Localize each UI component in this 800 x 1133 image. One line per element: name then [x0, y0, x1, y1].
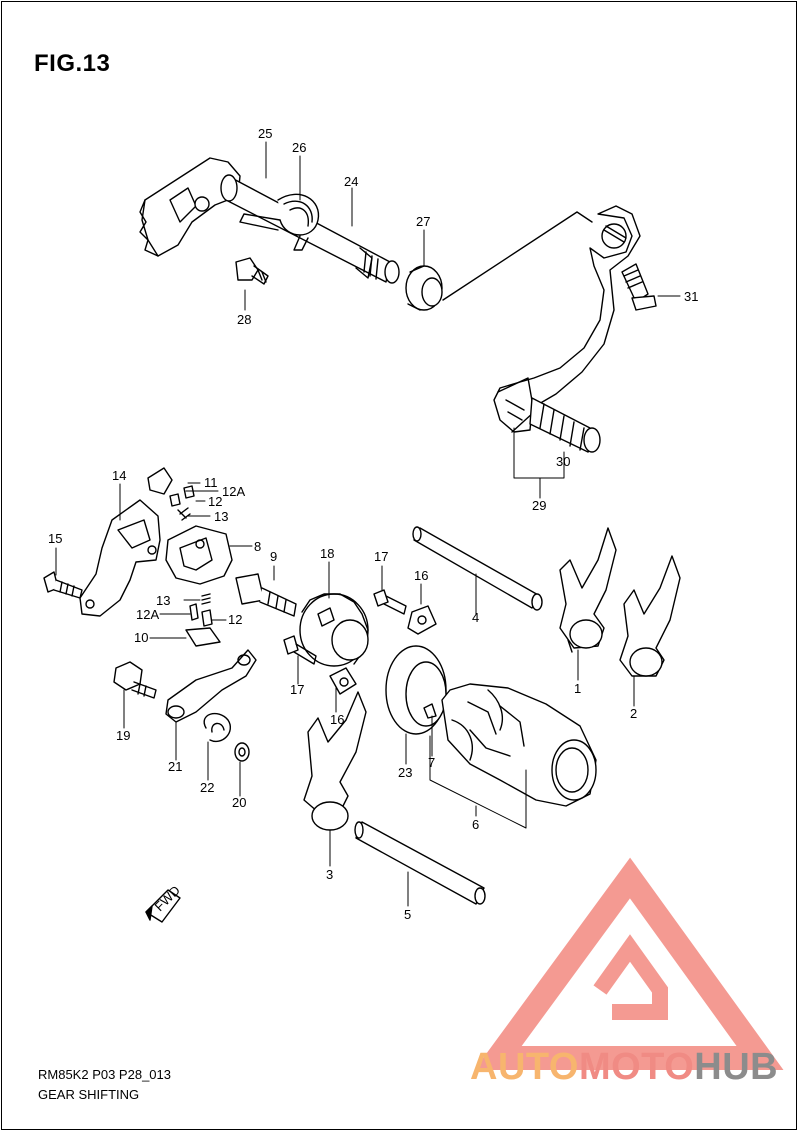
watermark-text: AUTOMOTOHUB — [470, 1046, 778, 1089]
label-6: 6 — [472, 817, 479, 832]
label-18: 18 — [320, 546, 334, 561]
label-5: 5 — [404, 907, 411, 922]
label-19: 19 — [116, 728, 130, 743]
diagram-code: RM85K2 P03 P28_013 — [38, 1067, 171, 1082]
label-2: 2 — [630, 706, 637, 721]
label-11: 11 — [204, 475, 218, 490]
gear-shift-cam — [385, 645, 597, 807]
label-14: 14 — [112, 468, 126, 483]
label-13-lower: 13 — [156, 593, 170, 608]
fork-shaft-upper — [412, 526, 543, 611]
label-24: 24 — [344, 174, 358, 189]
label-16-upper: 16 — [414, 568, 428, 583]
label-8: 8 — [254, 539, 261, 554]
fork-3-and-shaft-5 — [303, 691, 486, 905]
label-22: 22 — [200, 780, 214, 795]
label-30: 30 — [556, 454, 570, 469]
label-13-upper: 13 — [214, 509, 228, 524]
label-12A-upper: 12A — [222, 484, 245, 499]
label-29: 29 — [532, 498, 546, 513]
label-23: 23 — [398, 765, 412, 780]
label-12-upper: 12 — [208, 494, 222, 509]
shift-pawl-lifter-parts — [113, 649, 257, 762]
label-7: 7 — [428, 755, 435, 770]
shift-shaft-assembly — [139, 157, 443, 311]
label-9: 9 — [270, 549, 277, 564]
forward-direction-arrow: FWD — [145, 883, 183, 923]
shift-forks-1-2 — [559, 527, 681, 677]
label-25: 25 — [258, 126, 272, 141]
label-17-lower: 17 — [290, 682, 304, 697]
label-27: 27 — [416, 214, 430, 229]
label-21: 21 — [168, 759, 182, 774]
gear-shift-lever — [442, 205, 657, 453]
label-26: 26 — [292, 140, 306, 155]
label-20: 20 — [232, 795, 246, 810]
label-15: 15 — [48, 531, 62, 546]
watermark-moto: MOTO — [578, 1046, 695, 1088]
label-3: 3 — [326, 867, 333, 882]
label-4: 4 — [472, 610, 479, 625]
label-12A-lower: 12A — [136, 607, 159, 622]
watermark-hub: HUB — [694, 1046, 779, 1088]
cam-driven-gear — [283, 589, 437, 695]
watermark-auto: AUTO — [470, 1046, 579, 1088]
gearshift-stopper-assembly — [43, 467, 297, 647]
label-16-lower: 16 — [330, 712, 344, 727]
label-12-lower: 12 — [228, 612, 242, 627]
label-10: 10 — [134, 630, 148, 645]
label-1: 1 — [574, 681, 581, 696]
part-number-labels: 25 26 24 27 28 31 30 29 14 11 12A 12 13 … — [48, 126, 698, 922]
diagram-subtitle: GEAR SHIFTING — [38, 1087, 140, 1102]
label-17-upper: 17 — [374, 549, 388, 564]
label-31: 31 — [684, 289, 698, 304]
leader-lines — [55, 141, 681, 907]
figure-title: FIG.13 — [34, 50, 111, 77]
label-28: 28 — [237, 312, 251, 327]
